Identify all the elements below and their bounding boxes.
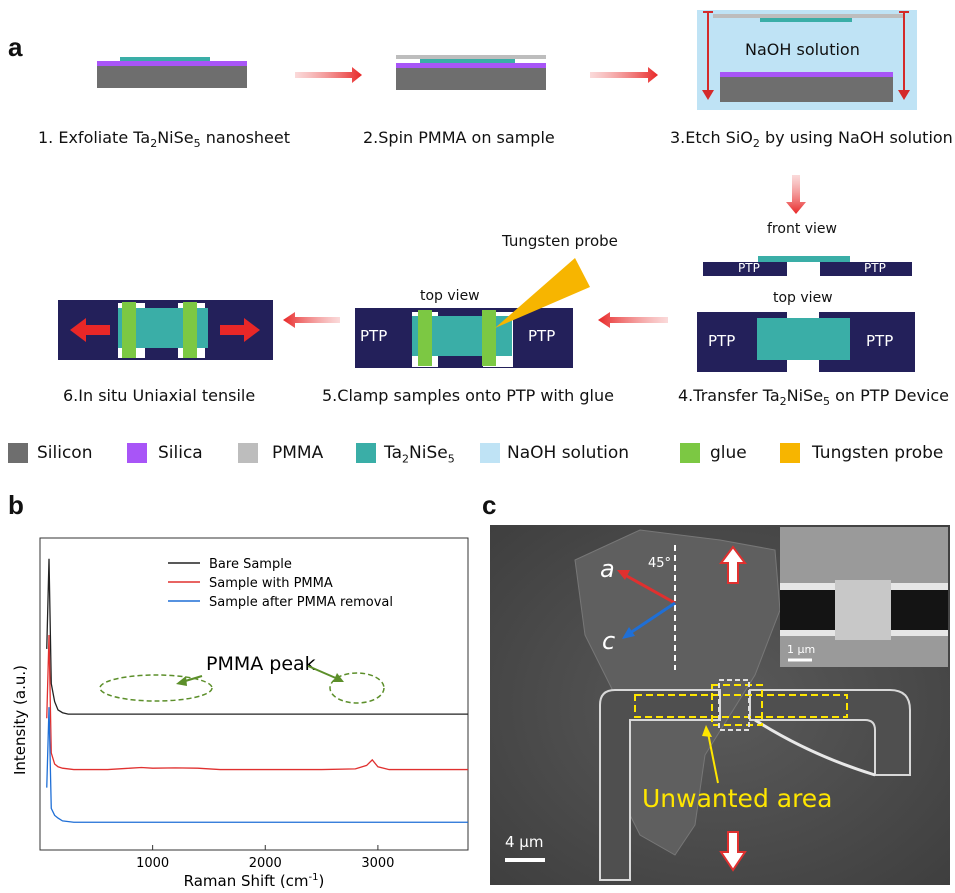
- strain-arrow-down: [719, 831, 747, 872]
- inset-scale-label: 1 μm: [787, 643, 815, 656]
- flow-arrow-2: [590, 67, 658, 83]
- x-tick-label-3000: 3000: [361, 856, 394, 871]
- legend-label-silica: Silica: [158, 443, 203, 463]
- axis-a-arrow: [624, 573, 676, 605]
- unwanted-box-center: [711, 684, 763, 726]
- flow-arrow-4: [598, 312, 668, 328]
- panel-label-a: a: [8, 32, 23, 62]
- x-tick-label-2000: 2000: [249, 856, 282, 871]
- y-axis-label: Intensity (a.u.): [11, 665, 29, 775]
- step1-stack: [97, 57, 247, 88]
- legend-swatch-silicon: [8, 443, 28, 463]
- series-line-sample-with-pmma: [46, 635, 468, 771]
- step6-caption: 6.In situ Uniaxial tensile: [63, 386, 256, 405]
- legend-text-removal: Sample after PMMA removal: [209, 595, 393, 610]
- series-line-sample-after-removal: [46, 707, 468, 823]
- schematic-diagram: [58, 10, 917, 372]
- ptp-left-arm: [599, 689, 721, 881]
- step3-naoh-bath: [697, 10, 917, 110]
- flow-arrow-1: [295, 67, 362, 83]
- tungsten-probe-shape: [495, 258, 590, 328]
- axis-c-arrow: [629, 601, 676, 635]
- legend-swatch-pmma: [238, 443, 258, 463]
- step3-caption: 3.Etch SiO2 by using NaOH solution: [670, 128, 953, 151]
- legend-label-glue: glue: [710, 443, 747, 463]
- series-line-bare-sample: [46, 558, 468, 715]
- front-view-label: front view: [767, 221, 837, 237]
- angle-label: 45°: [648, 556, 671, 571]
- step5-clamp: [355, 258, 590, 368]
- sem-image: a c 45° 1 μm 4 μm Unwanted area: [490, 525, 950, 885]
- legend-swatch-naoh: [480, 443, 500, 463]
- ptp-label-front-left: PTP: [738, 261, 760, 275]
- step4-front-view: [703, 256, 912, 276]
- top-view-label-step5: top view: [420, 288, 480, 304]
- main-scale-label: 4 μm: [505, 833, 543, 851]
- legend-label-probe: Tungsten probe: [812, 443, 944, 463]
- ptp-label-front-right: PTP: [864, 261, 886, 275]
- step4-caption: 4.Transfer Ta2NiSe5 on PTP Device: [678, 386, 950, 409]
- legend-swatch-glue: [680, 443, 700, 463]
- step1-caption: 1. Exfoliate Ta2NiSe5 nanosheet: [38, 128, 291, 151]
- legend-label-ta2nise5: Ta2NiSe5: [384, 443, 455, 466]
- legend-label-naoh: NaOH solution: [507, 443, 630, 463]
- legend-text-pmma: Sample with PMMA: [209, 576, 333, 591]
- plot-frame: [39, 537, 469, 851]
- legend-swatch-silica: [127, 443, 147, 463]
- flow-arrow-3: [786, 175, 806, 214]
- step5-caption: 5.Clamp samples onto PTP with glue: [322, 386, 614, 405]
- tungsten-probe-label: Tungsten probe: [502, 232, 618, 250]
- raman-chart: 1000 2000 3000 Bare Sample Sample with PMM…: [11, 537, 469, 890]
- ptp-label-step4-left: PTP: [708, 332, 736, 350]
- ptp-label-step5-left: PTP: [360, 327, 388, 345]
- step6-tensile: [58, 300, 273, 360]
- axis-a-label: a: [600, 555, 615, 583]
- panel-label-c: c: [482, 490, 497, 520]
- ptp-label-step4-right: PTP: [866, 332, 894, 350]
- unwanted-box-long: [634, 694, 848, 718]
- axis-c-label: c: [602, 627, 615, 655]
- sem-inset: 1 μm: [780, 527, 948, 667]
- x-axis-label: Raman Shift (cm-1): [184, 872, 325, 890]
- step2-stack: [396, 55, 546, 90]
- unwanted-pointer: [707, 732, 719, 784]
- ptp-label-step5-right: PTP: [528, 327, 556, 345]
- annotation-ellipse-right: [329, 672, 385, 704]
- legend-swatch-probe: [780, 443, 800, 463]
- unwanted-area-label: Unwanted area: [642, 784, 833, 813]
- top-view-label-step4: top view: [773, 290, 833, 306]
- step2-caption: 2.Spin PMMA on sample: [363, 128, 555, 147]
- legend-label-silicon: Silicon: [37, 443, 93, 463]
- annotation-arrow-right: [307, 665, 339, 680]
- strain-arrow-up: [719, 545, 747, 584]
- legend-label-pmma: PMMA: [272, 443, 324, 463]
- pmma-peak-annotation: PMMA peak: [206, 653, 316, 675]
- x-tick-label-1000: 1000: [136, 856, 169, 871]
- flow-arrow-5: [283, 312, 340, 328]
- panel-label-b: b: [8, 490, 24, 520]
- naoh-solution-label: NaOH solution: [745, 40, 860, 59]
- annotation-ellipse-left: [99, 674, 213, 702]
- legend-swatch-ta2nise5: [356, 443, 376, 463]
- step4-top-view: [697, 312, 915, 372]
- legend-text-bare: Bare Sample: [209, 557, 292, 572]
